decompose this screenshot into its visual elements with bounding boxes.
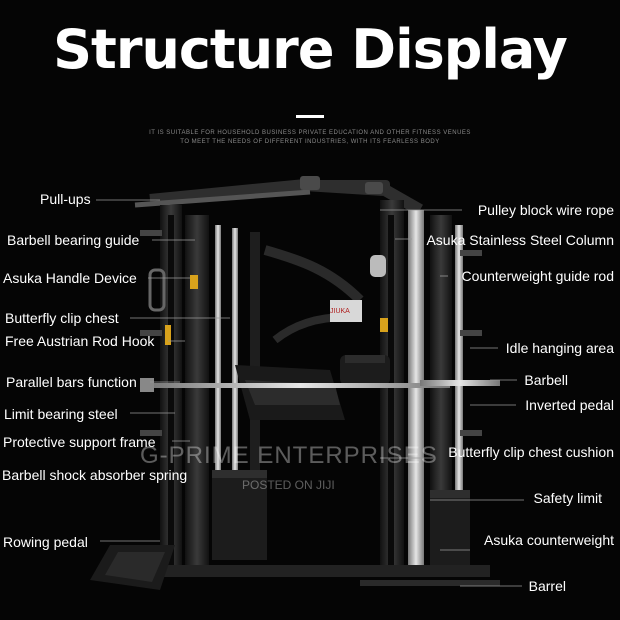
chest-fly-arms — [263, 245, 390, 385]
label-barbell-bearing-guide: Barbell bearing guide — [7, 232, 140, 248]
label-rowing-pedal: Rowing pedal — [3, 534, 88, 550]
label-limit-bearing-steel: Limit bearing steel — [4, 406, 118, 422]
watermark-brand: G-PRIME ENTERPRISES — [140, 442, 438, 469]
label-idle-hanging-area: Idle hanging area — [505, 340, 614, 356]
label-asuka-counterweight: Asuka counterweight — [484, 532, 614, 548]
counterweight-stacks — [212, 470, 470, 570]
top-frame — [134, 176, 423, 216]
bench-platform — [235, 365, 345, 420]
barbells — [140, 378, 500, 392]
label-parallel-bars-function: Parallel bars function — [6, 374, 137, 390]
label-butterfly-clip-chest: Butterfly clip chest — [5, 310, 119, 326]
pointer-lines — [96, 199, 524, 587]
label-free-austrian-rod-hook: Free Austrian Rod Hook — [5, 333, 155, 349]
label-butterfly-clip-chest-cushion: Butterfly clip chest cushion — [448, 444, 614, 460]
label-inverted-pedal: Inverted pedal — [525, 397, 614, 413]
label-counterweight-guide-rod: Counterweight guide rod — [461, 268, 614, 284]
label-asuka-stainless-steel-column: Asuka Stainless Steel Column — [426, 232, 614, 248]
handle-devices — [148, 255, 388, 345]
label-pulley-block-wire-rope: Pulley block wire rope — [477, 202, 614, 218]
label-barrel: Barrel — [528, 578, 566, 594]
plate-pegs — [140, 230, 482, 436]
label-asuka-handle-device: Asuka Handle Device — [3, 270, 137, 286]
label-barbell-shock-absorber-spring: Barbell shock absorber spring — [2, 467, 188, 483]
base-and-pedal — [90, 545, 500, 590]
label-safety-limit: Safety limit — [533, 490, 602, 506]
label-barbell: Barbell — [524, 372, 568, 388]
title-underline — [296, 115, 324, 118]
machine-plate-text: JIUKA — [330, 308, 350, 315]
watermark-posted: POSTED ON JIJI — [242, 478, 335, 492]
page-title: Structure Display — [53, 18, 568, 81]
label-pull-ups: Pull-ups — [40, 191, 91, 207]
label-protective-support-frame: Protective support frame — [3, 434, 156, 450]
subtitle-line-2: TO MEET THE NEEDS OF DIFFERENT INDUSTRIE… — [180, 139, 440, 145]
subtitle-line-1: IT IS SUITABLE FOR HOUSEHOLD BUSINESS PR… — [149, 130, 471, 136]
